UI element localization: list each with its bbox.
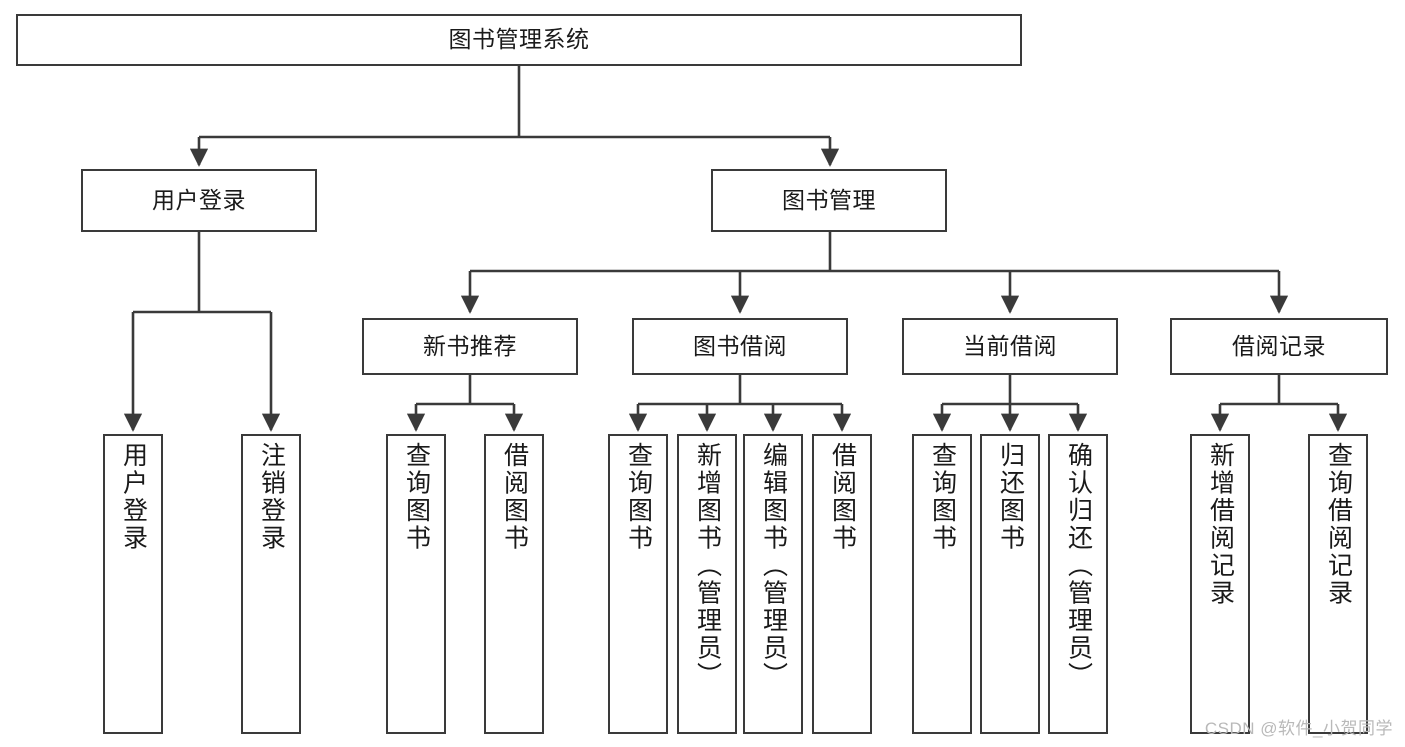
leaf-borrow-edit-book-admin[interactable]: 编辑图书（管理员）: [743, 434, 803, 734]
node-label: 图书借阅: [693, 332, 787, 359]
node-label: 查询借阅记录: [1324, 442, 1353, 607]
leaf-borrow-add-book-admin[interactable]: 新增图书（管理员）: [677, 434, 737, 734]
node-label: 图书管理: [782, 186, 876, 213]
node-book-borrow[interactable]: 图书借阅: [632, 318, 848, 375]
node-current-borrow[interactable]: 当前借阅: [902, 318, 1118, 375]
node-label: 编辑图书（管理员）: [759, 442, 788, 690]
node-borrow-records[interactable]: 借阅记录: [1170, 318, 1388, 375]
node-new-book-recommend[interactable]: 新书推荐: [362, 318, 578, 375]
node-label: 用户登录: [119, 442, 148, 552]
node-label: 新增借阅记录: [1206, 442, 1235, 607]
leaf-recommend-borrow-book[interactable]: 借阅图书: [484, 434, 544, 734]
node-root-system[interactable]: 图书管理系统: [16, 14, 1022, 66]
node-label: 注销登录: [257, 442, 286, 552]
leaf-user-login-signout[interactable]: 注销登录: [241, 434, 301, 734]
leaf-user-login-signin[interactable]: 用户登录: [103, 434, 163, 734]
node-label: 查询图书: [402, 442, 431, 552]
node-label: 新增图书（管理员）: [693, 442, 722, 690]
leaf-current-query-book[interactable]: 查询图书: [912, 434, 972, 734]
leaf-recommend-query-book[interactable]: 查询图书: [386, 434, 446, 734]
node-label: 查询图书: [928, 442, 957, 552]
watermark: CSDN @软件_小贺同学: [1204, 719, 1393, 738]
node-label: 借阅图书: [500, 442, 529, 552]
node-user-login[interactable]: 用户登录: [81, 169, 317, 232]
node-label: 借阅记录: [1232, 332, 1326, 359]
node-label: 归还图书: [996, 442, 1025, 552]
node-label: 确认归还（管理员）: [1064, 442, 1093, 690]
leaf-current-return-book[interactable]: 归还图书: [980, 434, 1040, 734]
node-label: 图书管理系统: [448, 26, 590, 53]
leaf-records-add-record[interactable]: 新增借阅记录: [1190, 434, 1250, 734]
leaf-current-confirm-return-admin[interactable]: 确认归还（管理员）: [1048, 434, 1108, 734]
leaf-records-query-record[interactable]: 查询借阅记录: [1308, 434, 1368, 734]
node-label: 新书推荐: [423, 332, 517, 359]
node-label: 当前借阅: [963, 332, 1057, 359]
node-label: 借阅图书: [828, 442, 857, 552]
leaf-borrow-borrow-book[interactable]: 借阅图书: [812, 434, 872, 734]
node-label: 用户登录: [152, 186, 246, 213]
node-label: 查询图书: [624, 442, 653, 552]
leaf-borrow-query-book[interactable]: 查询图书: [608, 434, 668, 734]
node-book-management[interactable]: 图书管理: [711, 169, 947, 232]
